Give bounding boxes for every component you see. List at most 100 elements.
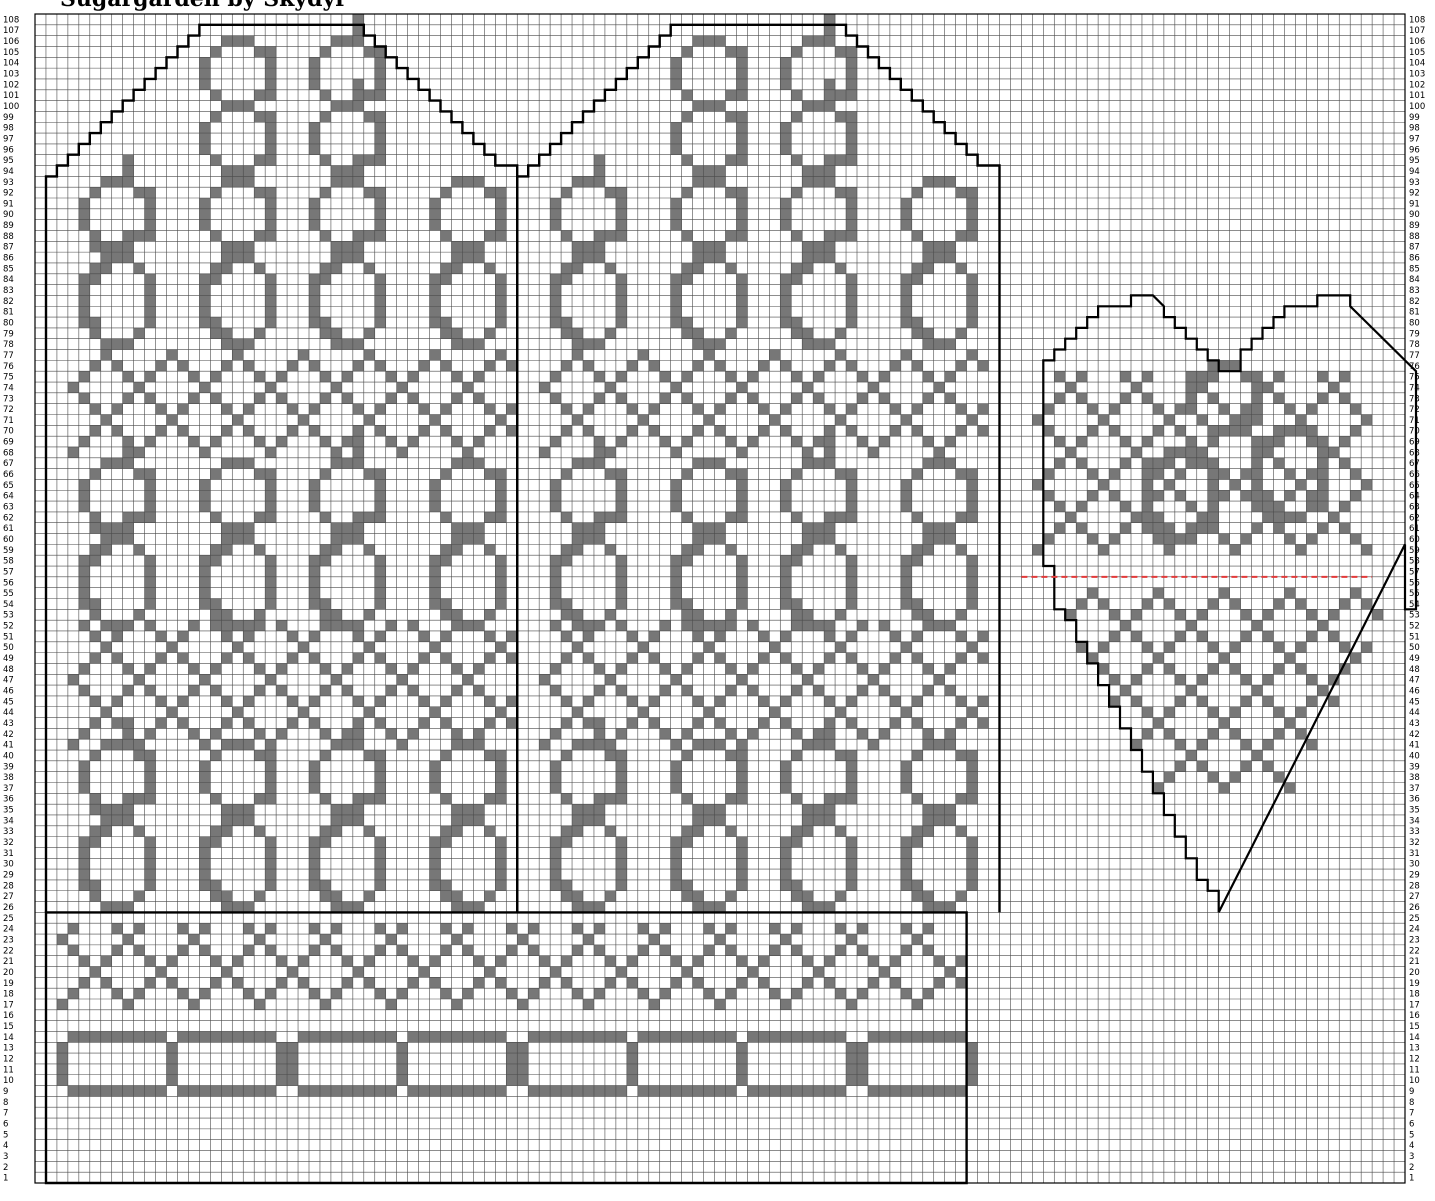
contrast-stitch [780,122,791,133]
contrast-stitch [846,57,857,68]
row-number-left: 21 [3,957,14,967]
contrast-stitch [145,858,156,869]
contrast-stitch [956,750,967,761]
contrast-stitch [320,826,331,837]
contrast-stitch [473,534,484,545]
contrast-stitch [331,988,342,999]
contrast-stitch [846,566,857,577]
contrast-stitch [572,523,583,534]
contrast-stitch [364,469,375,480]
contrast-stitch [1054,523,1065,534]
contrast-stitch [441,988,452,999]
contrast-stitch [309,220,320,231]
contrast-stitch [901,761,912,772]
contrast-stitch [364,642,375,653]
contrast-stitch [736,793,747,804]
contrast-stitch [835,155,846,166]
contrast-stitch [506,360,517,371]
contrast-stitch [199,122,210,133]
contrast-stitch [813,458,824,469]
row-number-left: 46 [3,687,14,697]
contrast-stitch [1306,609,1317,620]
contrast-stitch [199,869,210,880]
contrast-stitch [704,707,715,718]
contrast-stitch [506,945,517,956]
contrast-stitch [1087,653,1098,664]
contrast-stitch [309,599,320,610]
contrast-stitch [364,793,375,804]
contrast-stitch [671,869,682,880]
contrast-stitch [441,631,452,642]
contrast-stitch [846,772,857,783]
contrast-stitch [780,837,791,848]
contrast-stitch [857,728,868,739]
contrast-stitch [1076,458,1087,469]
contrast-stitch [495,858,506,869]
contrast-stitch [649,1031,660,1042]
contrast-stitch [145,663,156,674]
contrast-stitch [57,934,68,945]
contrast-stitch [1273,642,1284,653]
contrast-stitch [1252,523,1263,534]
contrast-stitch [671,447,682,458]
contrast-stitch [473,339,484,350]
contrast-stitch [1252,685,1263,696]
contrast-stitch [824,155,835,166]
contrast-stitch [945,523,956,534]
contrast-stitch [1142,501,1153,512]
contrast-stitch [265,306,276,317]
contrast-stitch [934,252,945,263]
contrast-stitch [747,1086,758,1097]
contrast-stitch [353,1031,364,1042]
contrast-stitch [824,436,835,447]
contrast-stitch [243,718,254,729]
contrast-stitch [1241,696,1252,707]
contrast-stitch [199,447,210,458]
row-number-left: 34 [3,816,14,826]
contrast-stitch [550,566,561,577]
contrast-stitch [561,750,572,761]
row-number-right: 34 [1409,816,1420,826]
contrast-stitch [265,209,276,220]
contrast-stitch [265,837,276,848]
contrast-stitch [353,739,364,750]
contrast-stitch [309,425,320,436]
contrast-stitch [1109,534,1120,545]
contrast-stitch [484,328,495,339]
contrast-stitch [682,317,693,328]
contrast-stitch [967,847,978,858]
contrast-stitch [145,750,156,761]
contrast-stitch [550,306,561,317]
contrast-stitch [945,371,956,382]
contrast-stitch [594,1086,605,1097]
contrast-stitch [243,339,254,350]
contrast-stitch [693,534,704,545]
contrast-stitch [572,609,583,620]
contrast-stitch [1098,599,1109,610]
contrast-stitch [561,230,572,241]
contrast-stitch [934,1086,945,1097]
contrast-stitch [671,956,682,967]
contrast-stitch [462,339,473,350]
contrast-stitch [221,804,232,815]
contrast-stitch [309,555,320,566]
contrast-stitch [802,458,813,469]
contrast-stitch [484,404,495,415]
contrast-stitch [287,1075,298,1086]
contrast-stitch [112,1086,123,1097]
contrast-stitch [934,804,945,815]
contrast-stitch [1120,371,1131,382]
contrast-stitch [1186,750,1197,761]
contrast-stitch [1175,490,1186,501]
contrast-stitch [90,793,101,804]
contrast-stitch [1175,469,1186,480]
contrast-stitch [1142,663,1153,674]
contrast-stitch [473,977,484,988]
contrast-stitch [331,241,342,252]
contrast-stitch [167,1042,178,1053]
contrast-stitch [254,826,265,837]
contrast-stitch [1175,609,1186,620]
contrast-stitch [199,599,210,610]
contrast-stitch [561,274,572,285]
contrast-stitch [605,793,616,804]
